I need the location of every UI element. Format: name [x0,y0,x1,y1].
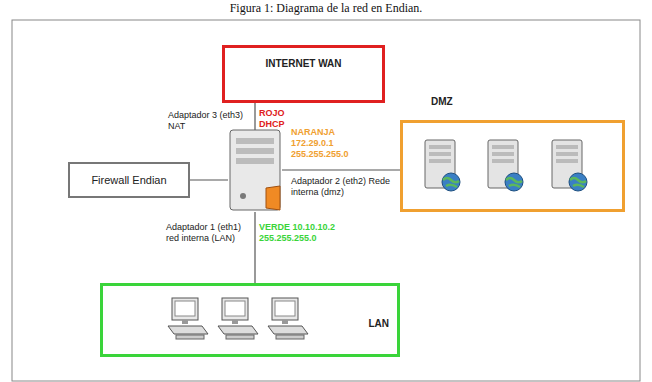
lan-box: LAN [100,283,400,357]
firewall-box: Firewall Endian [68,162,190,198]
zone-label: NARANJA 172.29.0.1 255.255.255.0 [291,127,369,160]
node-label: LAN [368,318,389,330]
figure-caption: Figura 1: Diagrama de la red en Endian. [0,1,652,16]
adapter-label: Adaptador 1 (eth1) red interna (LAN) [166,222,252,244]
wan-box: INTERNET WAN [222,45,385,103]
adapter-label: Adaptador 2 (eth2) Rede interna (dmz) [291,176,391,198]
zone-label: ROJO DHCP [259,108,299,130]
zone-label: VERDE 10.10.10.2 255.255.255.0 [259,222,337,244]
node-label: Firewall Endian [70,174,188,187]
dmz-box: DMZ [400,120,625,212]
node-label: DMZ [431,96,453,108]
adapter-label: Adaptador 3 (eth3) NAT [168,110,258,132]
node-label: INTERNET WAN [225,58,382,70]
